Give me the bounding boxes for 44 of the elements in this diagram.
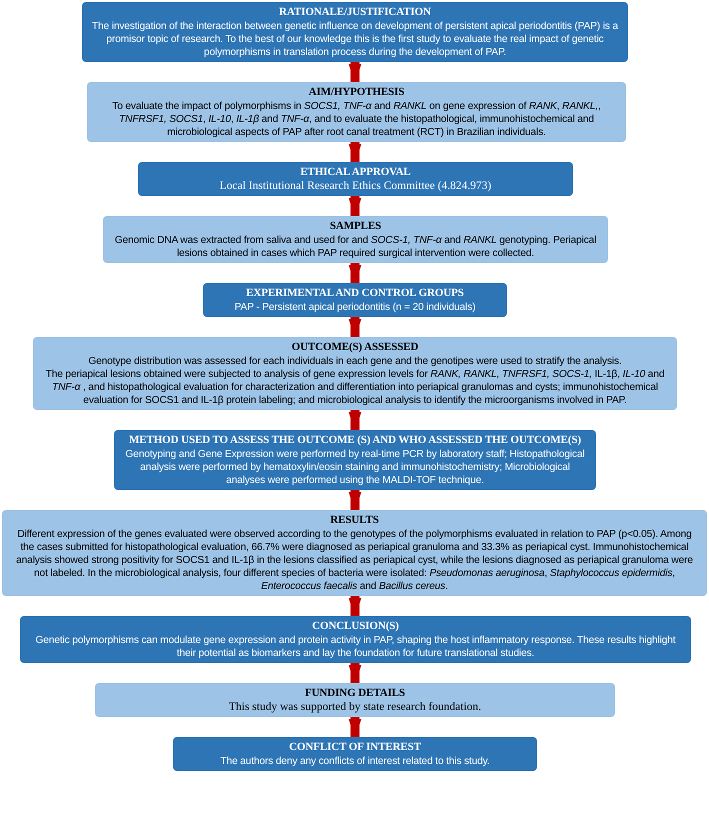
box-heading: METHOD USED TO ASSESS THE OUTCOME (S) AND WHO ASSESSED THE OUTCOME(S) — [128, 433, 582, 448]
process-box — [138, 162, 573, 196]
arrow — [348, 317, 362, 338]
arrow — [348, 596, 362, 618]
box-heading: SAMPLES — [328, 219, 382, 234]
box-heading: AIM/HYPOTHESIS — [308, 85, 406, 100]
process-box — [2, 510, 707, 596]
process-box — [87, 82, 626, 142]
box-heading: ETHICAL APPROVAL — [299, 165, 412, 180]
process-box — [203, 283, 507, 317]
arrow — [348, 717, 362, 738]
arrow — [348, 410, 362, 432]
box-text: Genotyping and Gene Expression were performed by real-time PCR by laboratory staff; Histopathological analysis were performed by hematoxylin/eosin staining and immunohistochemistry; Microbiological analyses were performed using the MALDI-TOF technique. — [124, 448, 586, 487]
box-text: The periapical lesions obtained were subjected to analysis of gene expression levels for RANK, RANKL, TNFRSF1, SOCS-1, IL-1β, IL-10 and TNF-α , and histopathological evaluation for characterization and differentiation into periapical granulomas and cysts; immunohistochemical evaluation for SOCS1 and IL-1β protein labeling; and microbiological analysis to identify the microorganisms involved in PAP. — [44, 368, 666, 407]
process-box — [103, 216, 608, 263]
arrow — [348, 663, 362, 684]
process-box — [95, 683, 615, 717]
box-heading: CONFLICT OF INTEREST — [288, 740, 422, 755]
box-heading: OUTCOME(S) ASSESSED — [290, 340, 420, 355]
box-text: The authors deny any conflicts of interest related to this study. — [219, 755, 491, 768]
process-box — [173, 737, 537, 771]
arrow — [348, 196, 362, 218]
box-text: This study was supported by state research foundation. — [228, 701, 482, 714]
box-text: The investigation of the interaction between genetic influence on development of persistent apical periodontitis (PAP) is a promisor topic of research. To the best of our knowledge this is the first study to evaluate the real impact of genetic polymorphisms in translation process during the development of PAP. — [90, 20, 620, 59]
box-text: Genotype distribution was assessed for each individuals in each gene and the genotipes were used to stratify the analysis. — [87, 355, 623, 368]
process-box — [82, 2, 628, 62]
box-text: To evaluate the impact of polymorphisms in SOCS1, TNF-α and RANKL on gene expression of RANK, RANKL,, TNFRSF1, SOCS1, IL-10, IL-1β and TNF-α, and to evaluate the histopathological, immunohistochemical and microbiological aspects of PAP after root canal treatment (RCT) in Brazilian individuals. — [111, 100, 602, 139]
process-box — [33, 337, 677, 410]
box-heading: CONCLUSION(S) — [311, 619, 400, 634]
box-text: Genetic polymorphisms can modulate gene expression and protein activity in PAP, shaping the host inflammatory response. These results highlight their potential as biomarkers and lay the foundation for future translational studies. — [34, 634, 676, 660]
process-box — [20, 616, 691, 663]
arrow — [348, 490, 362, 512]
process-box — [114, 430, 596, 490]
arrow — [348, 62, 362, 84]
box-heading: RATIONALE/JUSTIFICATION — [278, 5, 432, 20]
box-heading: EXPERIMENTAL AND CONTROL GROUPS — [245, 286, 465, 301]
box-text: Local Institutional Research Ethics Committee (4.824.973) — [218, 180, 492, 193]
box-text: Different expression of the genes evaluated were observed according to the genotypes of the polymorphisms evaluated in relation to PAP (p<0.05). Among the cases submitted for histopathological evaluation, 66.7% were diagnosed as periapical granuloma and 33.3% as periapical cyst. Immunohistochemical analysis showed strong positivity for SOCS1 and IL-1β in the lesions classified as periapical cyst, while the lesions diagnosed as periapical granuloma were not labeled. In the microbiological analysis, four different species of bacteria were isolated: Pseudomonas aeruginosa, Staphylococcus epidermidis, Enterococcus faecalis and Bacillus cereus. — [15, 528, 694, 593]
arrow — [348, 263, 362, 284]
box-heading: RESULTS — [329, 513, 380, 528]
arrow — [348, 142, 362, 164]
box-text: PAP - Persistent apical periodontitis (n = 20 individuals) — [234, 301, 476, 314]
box-text: Genomic DNA was extracted from saliva and used for and SOCS-1, TNF-α and RANKL genotyping. Periapical lesions obtained in cases which PAP required surgical intervention were collected. — [114, 234, 598, 260]
box-heading: FUNDING DETAILS — [304, 686, 406, 701]
